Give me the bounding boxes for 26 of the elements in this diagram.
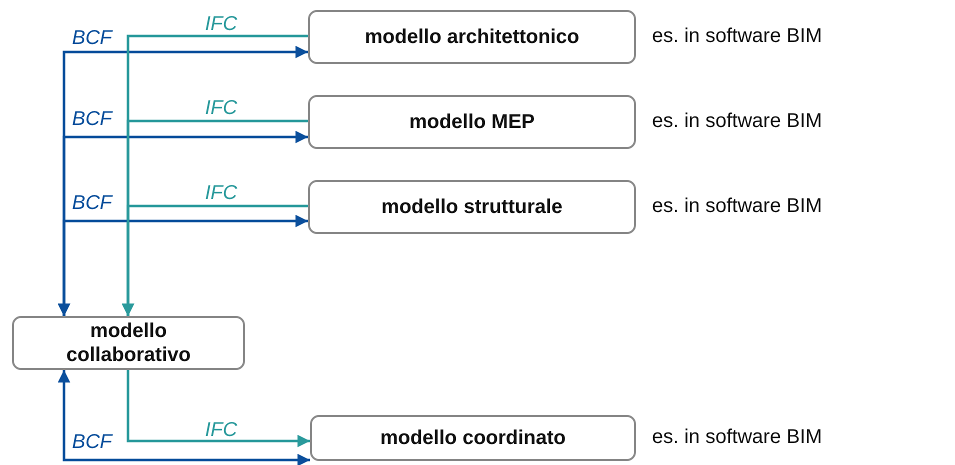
- process-box: [310, 415, 636, 461]
- process-box: [308, 95, 636, 149]
- node-label: modello strutturale: [381, 195, 563, 219]
- edge-label: BCF: [72, 193, 112, 213]
- node-label: modello MEP: [409, 110, 535, 134]
- edge-label: IFC: [205, 420, 238, 440]
- process-box: [308, 10, 636, 64]
- note-text: es. in software BIM: [652, 195, 822, 218]
- edge-label: BCF: [72, 28, 112, 48]
- node-label: modello architettonico: [364, 25, 580, 49]
- note-text: es. in software BIM: [652, 25, 822, 48]
- process-box: [308, 180, 636, 234]
- edge-label: IFC: [205, 183, 238, 203]
- arrow: [58, 214, 308, 316]
- process-box: [12, 316, 245, 370]
- edge-label: BCF: [72, 432, 112, 452]
- arrow: [122, 204, 308, 316]
- edge-label: IFC: [205, 14, 238, 34]
- note-text: es. in software BIM: [652, 426, 822, 449]
- arrow: [126, 370, 310, 448]
- note-text: es. in software BIM: [652, 110, 822, 133]
- node-label: modello collaborativo: [65, 319, 192, 367]
- edge-label: BCF: [72, 109, 112, 129]
- arrow: [58, 370, 310, 465]
- node-label: modello coordinato: [380, 426, 566, 450]
- edge-label: IFC: [205, 98, 238, 118]
